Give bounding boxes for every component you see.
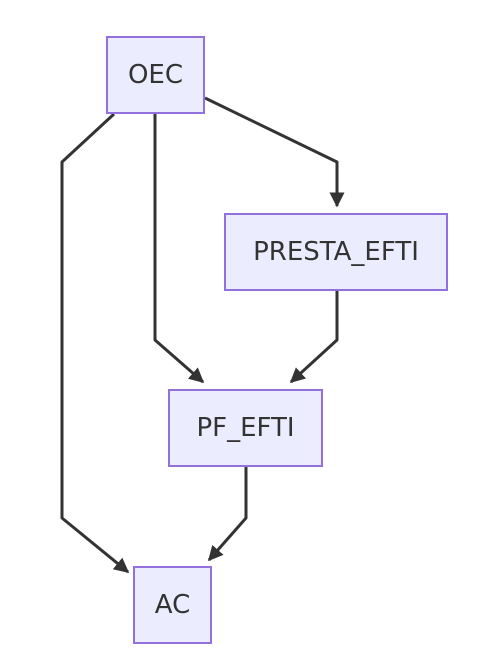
node-oec[interactable]: OEC — [106, 36, 205, 114]
node-oec-label: OEC — [128, 60, 183, 90]
node-presta-efti[interactable]: PRESTA_EFTI — [224, 213, 448, 291]
node-ac-label: AC — [155, 590, 190, 620]
edge-pf-efti-to-ac — [207, 467, 248, 562]
edge-oec-to-presta-efti — [204, 96, 345, 208]
edges — [60, 96, 345, 574]
node-presta-efti-box — [224, 213, 448, 291]
node-ac[interactable]: AC — [133, 566, 212, 644]
node-pf-efti[interactable]: PF_EFTI — [168, 389, 323, 467]
edge-oec-to-ac — [60, 112, 130, 574]
node-pf-efti-label: PF_EFTI — [196, 413, 294, 443]
node-oec-box — [106, 36, 205, 114]
edge-presta-efti-to-pf-efti — [289, 290, 339, 384]
edge-oec-to-pf-efti — [153, 114, 205, 384]
node-presta-efti-label: PRESTA_EFTI — [253, 237, 419, 267]
node-pf-efti-box — [168, 389, 323, 467]
node-ac-box — [133, 566, 212, 644]
